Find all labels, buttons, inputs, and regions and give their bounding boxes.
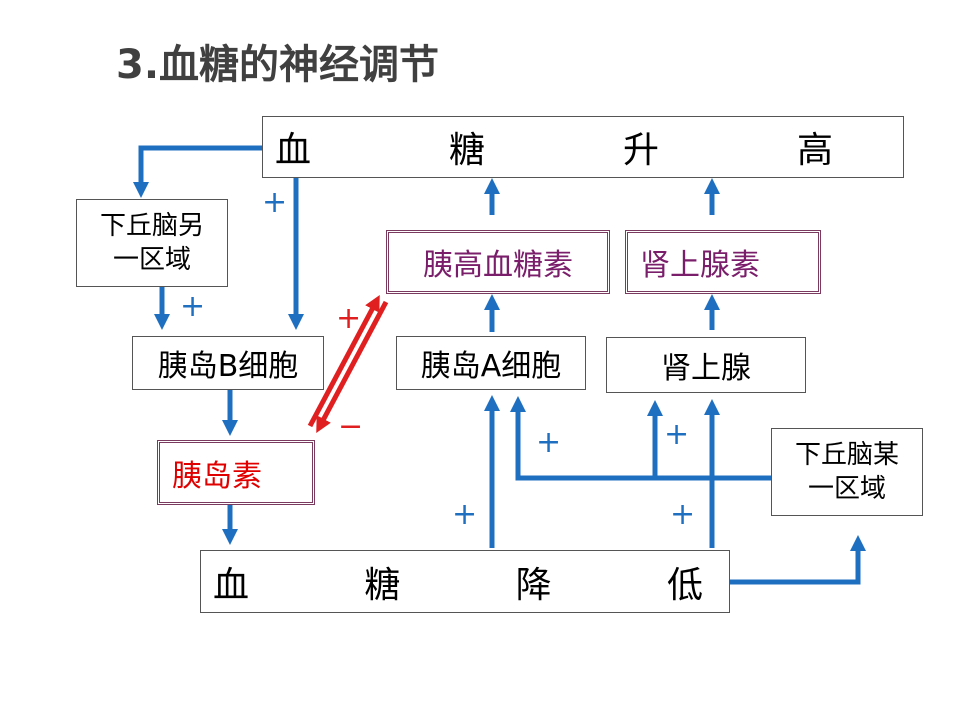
- arrow-rise-to-hypo: [133, 145, 262, 198]
- fall-char-4: 低: [666, 564, 703, 606]
- node-b-cell: 胰岛B细胞: [132, 336, 324, 390]
- node-blood-sugar-rise: 血 糖 升 高: [262, 116, 904, 178]
- node-a-cell: 胰岛A细胞: [396, 336, 586, 390]
- plus-sign-hypo-adrenal: +: [664, 417, 690, 452]
- plus-sign-red: +: [336, 301, 362, 336]
- node-glucagon: 胰高血糖素: [386, 230, 610, 294]
- rise-char-3: 升: [622, 130, 659, 171]
- adrenal-label: 肾上腺: [661, 351, 751, 386]
- glucagon-label: 胰高血糖素: [423, 248, 573, 283]
- page-title: 3.血糖的神经调节: [116, 42, 440, 88]
- plus-sign-rise-bcell: +: [262, 185, 288, 220]
- fall-char-3: 降: [515, 564, 552, 606]
- rise-char-4: 高: [796, 130, 833, 171]
- node-hypothalamus-other-region: 下丘脑另 一区域: [76, 199, 228, 287]
- node-adrenal-gland: 肾上腺: [606, 337, 806, 393]
- plus-sign-hypo-bcell: +: [180, 289, 206, 324]
- rise-char-2: 糖: [448, 130, 485, 171]
- node-hypothalamus-some-region: 下丘脑某 一区域: [771, 428, 923, 516]
- plus-sign-fall-acell: +: [452, 497, 478, 532]
- fall-char-2: 糖: [364, 564, 401, 606]
- arrow-fall-to-hypo: [730, 535, 866, 585]
- b-cell-label: 胰岛B细胞: [157, 349, 299, 384]
- minus-sign-red: −: [338, 409, 364, 444]
- insulin-label: 胰岛素: [172, 458, 262, 494]
- a-cell-label: 胰岛A细胞: [420, 349, 562, 384]
- node-blood-sugar-fall: 血 糖 降 低: [200, 550, 730, 613]
- arrow-hypo-to-acell: [510, 396, 772, 481]
- node-insulin: 胰岛素: [157, 440, 315, 505]
- rise-char-1: 血: [275, 130, 312, 171]
- arrow-glucagon-promotes-insulin: [316, 300, 389, 434]
- plus-sign-hypo-acell: +: [536, 425, 562, 460]
- node-adrenaline: 肾上腺素: [625, 230, 821, 294]
- adrenaline-label: 肾上腺素: [640, 248, 760, 283]
- plus-sign-fall-adrenal: +: [670, 497, 696, 532]
- arrow-insulin-inhibits-glucagon: [307, 294, 380, 428]
- fall-char-1: 血: [213, 564, 250, 606]
